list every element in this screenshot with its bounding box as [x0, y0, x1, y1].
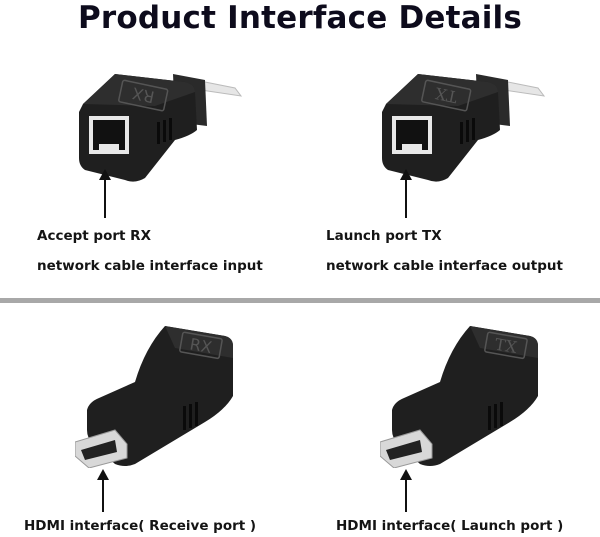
- arrow-up-icon: [400, 469, 412, 512]
- tx-rj45-label: Launch port TX: [326, 228, 442, 244]
- tx-rj45-description: network cable interface output: [326, 258, 563, 274]
- svg-text:TX: TX: [493, 335, 519, 358]
- rx-hdmi-label: HDMI interface( Receive port ): [24, 518, 257, 534]
- svg-text:RX: RX: [188, 335, 213, 358]
- tx-rj45-adapter-image: TX: [382, 74, 546, 182]
- section-divider: [0, 298, 600, 303]
- rx-rj45-adapter-image: RX: [79, 74, 243, 182]
- svg-text:TX: TX: [433, 83, 459, 106]
- tx-marking: TX: [421, 79, 472, 112]
- rx-rj45-description: network cable interface input: [37, 258, 263, 274]
- rx-marking: RX: [118, 79, 169, 112]
- rx-hdmi-adapter-image: RX: [75, 326, 233, 468]
- tx-hdmi-adapter-image: TX: [380, 326, 538, 468]
- page-title: Product Interface Details: [77, 0, 523, 36]
- rx-rj45-label: Accept port RX: [37, 228, 151, 244]
- svg-text:RX: RX: [131, 83, 157, 106]
- arrow-up-icon: [400, 169, 412, 218]
- arrow-up-icon: [97, 469, 109, 512]
- tx-hdmi-label: HDMI interface( Launch port ): [336, 518, 564, 534]
- arrow-up-icon: [99, 169, 111, 218]
